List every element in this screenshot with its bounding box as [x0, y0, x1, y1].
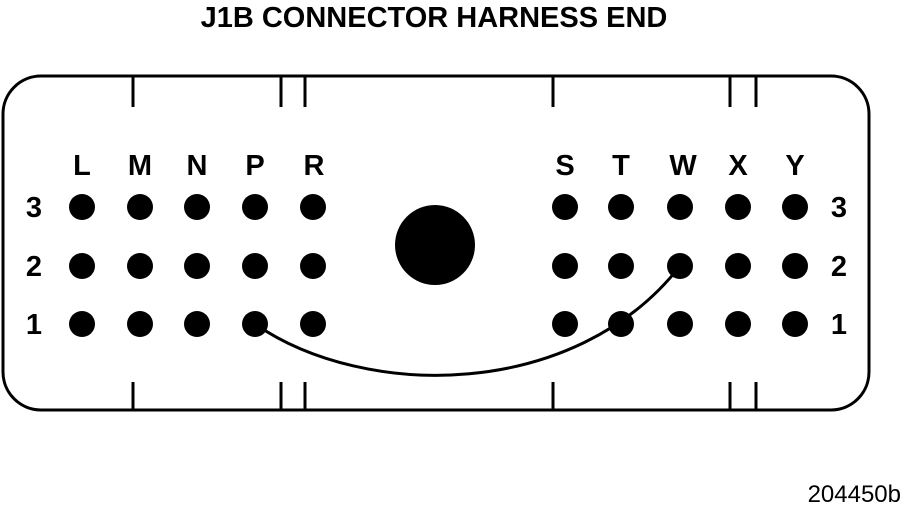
pin-bank-right	[552, 194, 808, 337]
column-label-s: S	[555, 150, 574, 182]
pin-p2	[242, 253, 268, 279]
center-key-post	[395, 205, 475, 285]
pin-n3	[184, 194, 210, 220]
pin-r3	[300, 194, 326, 220]
pin-t3	[608, 194, 634, 220]
row-label-left-3: 3	[26, 192, 42, 224]
pin-r2	[300, 253, 326, 279]
row-label-right-1: 1	[831, 309, 847, 341]
pin-y3	[782, 194, 808, 220]
pin-l3	[69, 194, 95, 220]
column-label-l: L	[73, 150, 91, 182]
pin-s3	[552, 194, 578, 220]
pin-r1	[300, 311, 326, 337]
pin-w3	[667, 194, 693, 220]
row-label-left-2: 2	[26, 251, 42, 283]
pin-m2	[127, 253, 153, 279]
figure-number: 204450b	[808, 481, 901, 505]
pin-s2	[552, 253, 578, 279]
pin-s1	[552, 311, 578, 337]
pin-w1	[667, 311, 693, 337]
pin-y2	[782, 253, 808, 279]
row-label-right-3: 3	[831, 192, 847, 224]
connector-outline	[1, 74, 871, 412]
row-label-right-2: 2	[831, 251, 847, 283]
pin-x1	[725, 311, 751, 337]
diagram-title: J1B CONNECTOR HARNESS END	[201, 2, 668, 34]
jumper-wire	[254, 265, 682, 377]
column-label-n: N	[187, 150, 208, 182]
pin-n2	[184, 253, 210, 279]
pin-y1	[782, 311, 808, 337]
column-label-p: P	[245, 150, 264, 182]
pin-l2	[69, 253, 95, 279]
pin-n1	[184, 311, 210, 337]
pin-x2	[725, 253, 751, 279]
column-label-t: T	[612, 150, 630, 182]
pin-p3	[242, 194, 268, 220]
keying-marks-bottom	[131, 382, 758, 409]
keying-marks-top	[131, 77, 758, 107]
row-label-left-1: 1	[26, 309, 42, 341]
row-labels: 3 2 1 3 2 1	[26, 192, 847, 341]
column-labels: L M N P R S T W X Y	[73, 150, 805, 182]
pin-t2	[608, 253, 634, 279]
pin-l1	[69, 311, 95, 337]
column-label-y: Y	[785, 150, 804, 182]
column-label-m: M	[128, 150, 152, 182]
pin-m1	[127, 311, 153, 337]
pin-m3	[127, 194, 153, 220]
column-label-w: W	[669, 150, 697, 182]
column-label-r: R	[304, 150, 325, 182]
pin-bank-left	[69, 194, 326, 337]
column-label-x: X	[728, 150, 748, 182]
pin-x3	[725, 194, 751, 220]
